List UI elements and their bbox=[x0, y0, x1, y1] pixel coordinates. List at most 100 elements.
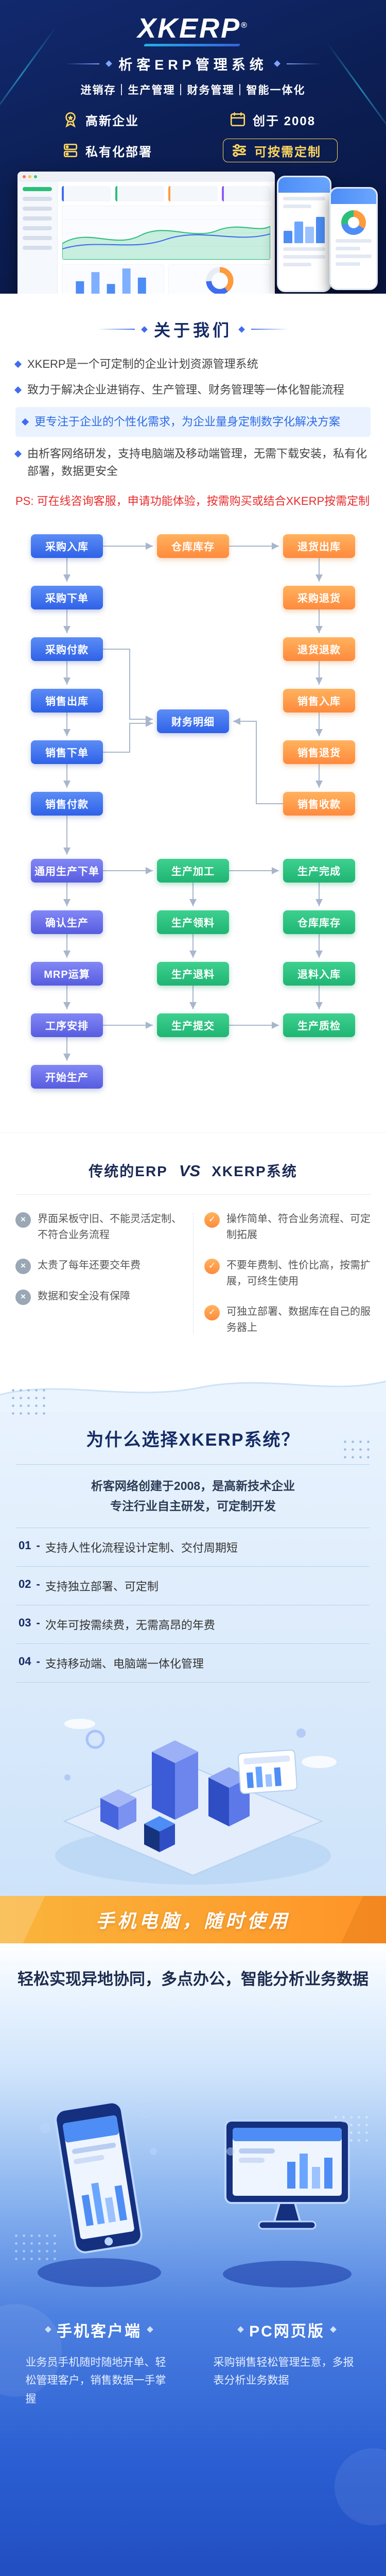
item-text: 支持人性化流程设计定制、交付周期短 bbox=[45, 1541, 238, 1554]
isometric-city-svg bbox=[55, 1718, 337, 1885]
comparison-title: 传统的ERP VS XKERP系统 bbox=[15, 1160, 371, 1181]
diamond-icon bbox=[237, 2326, 244, 2333]
about-title-row: 关于我们 bbox=[15, 317, 371, 341]
check-icon: ✓ bbox=[204, 1212, 220, 1228]
stat-cards bbox=[62, 186, 271, 201]
flow-box: 退料入库 bbox=[283, 961, 355, 986]
con-text: 太贵了每年还要交年费 bbox=[38, 1259, 141, 1271]
window-titlebar bbox=[17, 172, 275, 182]
badge-label: 可按需定制 bbox=[254, 145, 321, 159]
why-item: 01 - 支持人性化流程设计定制、交付周期短 bbox=[16, 1527, 370, 1566]
card-title: 手机客户端 bbox=[57, 2323, 142, 2340]
about-item-text: 致力于解决企业进销存、生产管理、财务管理等一体化智能流程 bbox=[27, 383, 345, 397]
why-item: 03 - 次年可按需续费，无需高昂的年费 bbox=[16, 1604, 370, 1643]
item-separator: - bbox=[36, 1616, 40, 1629]
dashboard-area-chart bbox=[62, 206, 271, 260]
area-chart-svg bbox=[62, 219, 270, 260]
why-desc-line2: 专注行业自主研发，可定制开发 bbox=[110, 1499, 276, 1513]
vs-title-left: 传统的ERP bbox=[89, 1163, 168, 1179]
page-title: 析客ERP管理系统 bbox=[118, 57, 268, 73]
about-section: 关于我们 XKERP是一个可定制的企业计划资源管理系统 致力于解决企业进销存、生… bbox=[0, 294, 386, 524]
server-icon bbox=[63, 143, 78, 158]
sliders-icon bbox=[233, 144, 246, 157]
flow-box: 生产质检 bbox=[283, 1013, 355, 1037]
item-separator: - bbox=[36, 1577, 40, 1590]
calendar-icon bbox=[230, 112, 245, 127]
why-item: 04 - 支持移动端、电脑端一体化管理 bbox=[16, 1643, 370, 1683]
about-list: XKERP是一个可定制的企业计划资源管理系统 致力于解决企业进销存、生产管理、财… bbox=[14, 355, 371, 480]
bubble-decoration bbox=[335, 2448, 386, 2526]
phone-header bbox=[278, 177, 330, 193]
phone-donut-chart bbox=[341, 210, 366, 235]
hero-title-row: 析客ERP管理系统 bbox=[0, 54, 386, 74]
dot-grid-decoration bbox=[341, 1437, 375, 1464]
item-number: 04 bbox=[19, 1654, 31, 1668]
divider bbox=[193, 1213, 194, 1334]
pro-item: ✓ 操作简单、符合业务流程、可定制拓展 bbox=[204, 1211, 371, 1243]
medal-icon bbox=[65, 112, 76, 128]
logo-row: XKERP® bbox=[0, 0, 386, 44]
flow-box: 销售出库 bbox=[31, 688, 103, 713]
dashboard-sidebar bbox=[17, 182, 58, 294]
about-item-text: XKERP是一个可定制的企业计划资源管理系统 bbox=[27, 358, 258, 370]
why-description: 析客网络创建于2008，是高新技术企业 专注行业自主研发，可定制开发 bbox=[16, 1464, 370, 1528]
flow-box: 生产加工 bbox=[157, 858, 229, 883]
decor-line bbox=[65, 63, 100, 64]
flow-box: 生产提交 bbox=[157, 1013, 229, 1037]
pro-item: ✓ 不要年费制、性价比高，按需扩展，可终生使用 bbox=[204, 1258, 371, 1290]
dashboard-content bbox=[58, 182, 275, 294]
about-item-text: 由析客网络研发，支持电脑端及移动端管理，无需下载安装，私有化部署，数据更安全 bbox=[27, 447, 367, 478]
badges: 高新企业 创于 2008 私有化部署 可 bbox=[26, 108, 360, 162]
diamond-icon bbox=[45, 2326, 51, 2333]
footer-headline: 轻松实现异地协同，多点办公，智能分析业务数据 bbox=[17, 1970, 369, 1988]
pro-item: ✓ 可独立部署、数据库在自己的服务器上 bbox=[204, 1304, 371, 1336]
phone-header bbox=[331, 189, 376, 204]
footer-section: 轻松实现异地协同，多点办公，智能分析业务数据 bbox=[0, 1943, 386, 2576]
decor-line bbox=[251, 329, 288, 330]
item-separator: - bbox=[36, 1654, 40, 1668]
item-separator: - bbox=[36, 1538, 40, 1552]
flow-box: 退货出库 bbox=[283, 534, 355, 558]
flow-box: 财务明细 bbox=[157, 709, 229, 733]
dashboard-widgets bbox=[62, 264, 271, 294]
window-body bbox=[17, 182, 275, 294]
badge-label: 高新企业 bbox=[85, 114, 139, 128]
flow-box: 确认生产 bbox=[31, 910, 103, 934]
flow-box: 仓库库存 bbox=[157, 534, 229, 558]
about-item-highlight: 更专注于企业的个性化需求，为企业量身定制数字化解决方案 bbox=[15, 407, 371, 437]
phone-screenshot bbox=[277, 176, 331, 292]
monitor-illustration bbox=[222, 2108, 352, 2287]
registered-mark: ® bbox=[241, 21, 249, 30]
check-icon: ✓ bbox=[204, 1304, 220, 1320]
vs-title-right: XKERP系统 bbox=[212, 1163, 297, 1179]
divider bbox=[15, 1194, 371, 1195]
about-item: XKERP是一个可定制的企业计划资源管理系统 bbox=[14, 355, 371, 373]
wave-decoration bbox=[0, 1365, 386, 1412]
flow-box: 仓库库存 bbox=[283, 910, 355, 934]
badge-private-deploy: 私有化部署 bbox=[62, 139, 193, 162]
hero-section: XKERP® 析客ERP管理系统 进销存｜生产管理｜财务管理｜智能一体化 高新企… bbox=[0, 0, 386, 294]
badge-customizable: 可按需定制 bbox=[223, 139, 338, 162]
card-description: 采购销售轻松管理生意，多报表分析业务数据 bbox=[213, 2356, 354, 2387]
item-text: 支持移动端、电脑端一体化管理 bbox=[45, 1657, 204, 1670]
pros-column: ✓ 操作简单、符合业务流程、可定制拓展 ✓ 不要年费制、性价比高，按需扩展，可终… bbox=[204, 1211, 371, 1336]
badge-founded: 创于 2008 bbox=[229, 108, 360, 131]
check-icon: ✓ bbox=[204, 1258, 220, 1274]
mini-bar-chart bbox=[62, 264, 164, 294]
decor-line bbox=[97, 329, 135, 330]
dashboard-screenshot bbox=[17, 172, 275, 294]
dot-grid-decoration bbox=[12, 2231, 59, 2263]
brand-logo: XKERP® bbox=[137, 12, 249, 44]
diamond-icon bbox=[273, 60, 280, 67]
cross-icon: × bbox=[15, 1258, 31, 1274]
pro-text: 操作简单、符合业务流程、可定制拓展 bbox=[226, 1213, 371, 1241]
card-title-row: PC网页版 bbox=[237, 2318, 337, 2341]
bullet-diamond-icon bbox=[14, 386, 22, 394]
window-dot bbox=[34, 175, 37, 178]
card-mobile-client: 手机客户端 业务员手机随时随地开单、轻松管理客户，销售数据一手掌握 bbox=[5, 2079, 193, 2409]
bullet-diamond-icon bbox=[21, 418, 29, 426]
flow-box: 通用生产下单 bbox=[31, 858, 103, 883]
flow-box: 生产退料 bbox=[157, 961, 229, 986]
comparison-section: 传统的ERP VS XKERP系统 × 界面呆板守旧、不能灵活定制、不符合业务流… bbox=[0, 1131, 386, 1366]
why-title: 为什么选择XKERP系统？ bbox=[86, 1430, 300, 1450]
